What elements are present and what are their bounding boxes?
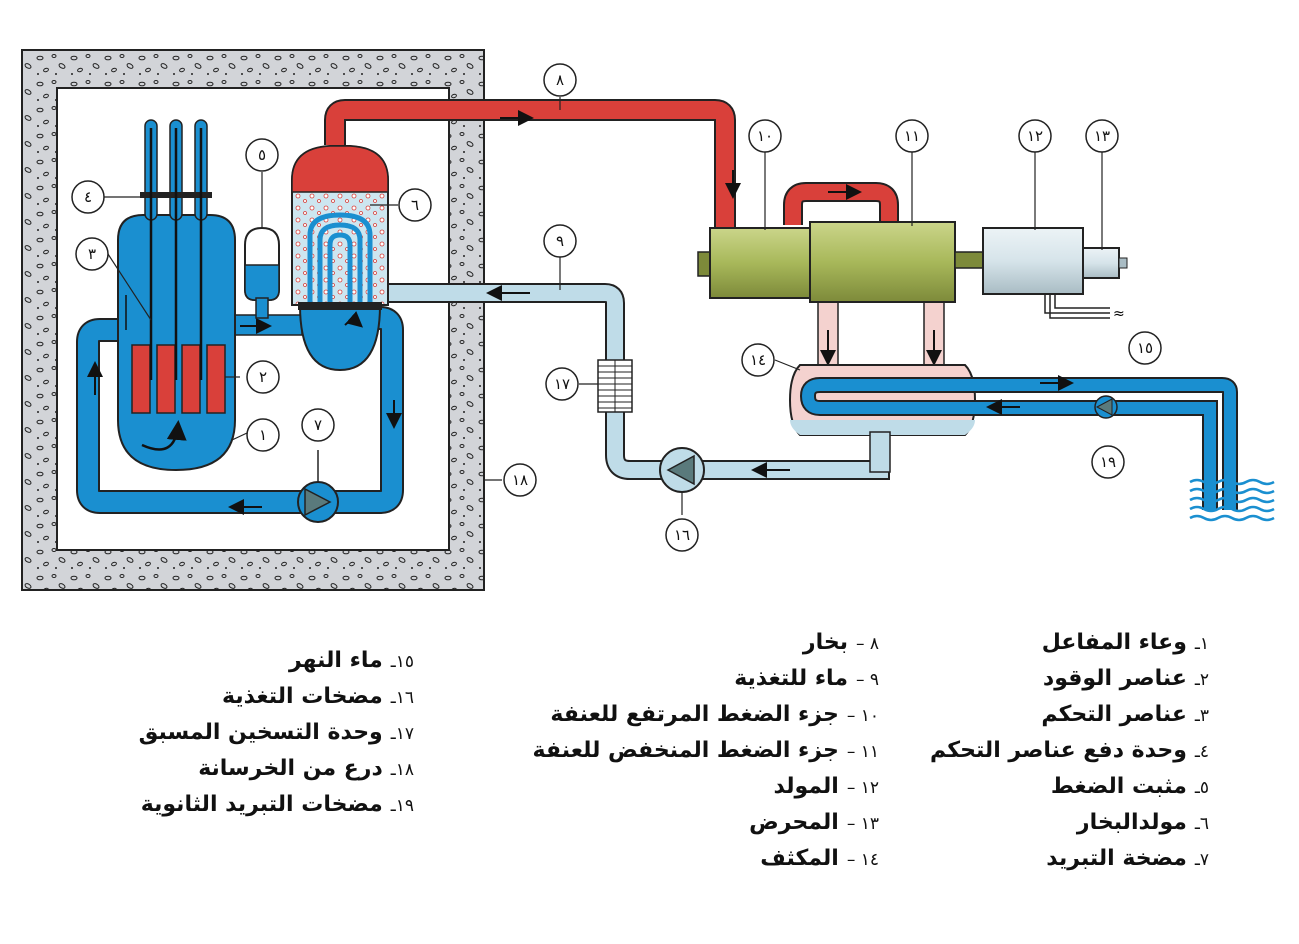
label-9: ٩ <box>543 224 577 258</box>
label-circles: ١ ٢ ٣ ٤ ٥ ٦ ٧ ٨ ٩ ١٠ ١١ ١٢ ١٣ ١٤ ١٥ ١٦ ١… <box>71 63 1162 552</box>
svg-text:٩: ٩ <box>556 232 564 250</box>
legend-column-2: ٨ –بخار ٩ –ماء للتغذية ١٠ –جزء الضغط الم… <box>533 630 879 882</box>
preheater <box>597 359 633 413</box>
legend-item-10: ١٠ –جزء الضغط المرتفع للعنفة <box>550 702 879 727</box>
label-2: ٢ <box>246 360 280 394</box>
svg-text:١٤: ١٤ <box>750 351 766 369</box>
label-13: ١٣ <box>1085 119 1119 153</box>
svg-text:٨: ٨ <box>556 71 564 89</box>
svg-text:١٨: ١٨ <box>512 471 528 489</box>
label-4: ٤ <box>71 180 105 214</box>
svg-text:١٠: ١٠ <box>757 127 773 145</box>
label-1: ١ <box>246 418 280 452</box>
svg-text:١٩: ١٩ <box>1100 453 1116 471</box>
svg-text:١٦: ١٦ <box>674 526 690 544</box>
generator: ≈ <box>982 227 1128 322</box>
label-17: ١٧ <box>545 367 579 401</box>
svg-text:٢: ٢ <box>259 368 267 386</box>
svg-text:≈: ≈ <box>1113 306 1125 322</box>
label-18: ١٨ <box>503 463 537 497</box>
label-3: ٣ <box>75 237 109 271</box>
coolant-pump <box>297 450 339 523</box>
steam-line <box>324 99 741 235</box>
feed-pump <box>659 447 705 493</box>
legend-item-8: ٨ –بخار <box>802 630 879 655</box>
label-19: ١٩ <box>1091 445 1125 479</box>
svg-text:٦: ٦ <box>411 196 419 214</box>
legend-item-14: ١٤ –المكثف <box>760 846 879 871</box>
pwr-schematic: ≈ <box>21 49 1275 591</box>
legend-item-11: ١١ –جزء الضغط المنخفض للعنفة <box>532 738 879 763</box>
cooling-water-loop <box>799 375 1238 510</box>
svg-text:٤: ٤ <box>84 188 92 206</box>
svg-text:١٥: ١٥ <box>1137 339 1153 357</box>
svg-text:٧: ٧ <box>314 416 322 434</box>
steam-generator <box>291 145 389 372</box>
label-16: ١٦ <box>665 518 699 552</box>
label-6: ٦ <box>398 188 432 222</box>
leader-lines <box>104 97 1103 515</box>
svg-text:٥: ٥ <box>258 146 266 164</box>
turbine-set <box>697 221 986 303</box>
label-12: ١٢ <box>1018 119 1052 153</box>
label-14: ١٤ <box>741 343 775 377</box>
label-7: ٧ <box>301 408 335 442</box>
exhaust-pipes <box>817 294 945 368</box>
river-water <box>1189 478 1275 522</box>
svg-text:١٧: ١٧ <box>554 375 570 393</box>
svg-text:١: ١ <box>259 426 267 444</box>
svg-text:٣: ٣ <box>88 245 96 263</box>
legend-item-12: ١٢ –المولد <box>773 774 879 799</box>
svg-text:١٢: ١٢ <box>1027 127 1043 145</box>
legend-item-13: ١٣ –المحرض <box>749 810 879 835</box>
label-8: ٨ <box>543 63 577 97</box>
legend-item-9: ٩ –ماء للتغذية <box>734 666 879 691</box>
svg-text:١٣: ١٣ <box>1094 127 1110 145</box>
svg-text:١١: ١١ <box>904 127 920 145</box>
control-rods <box>125 128 203 380</box>
crossover-pipe <box>783 182 899 225</box>
label-11: ١١ <box>895 119 929 153</box>
label-15: ١٥ <box>1128 331 1162 365</box>
label-10: ١٠ <box>748 119 782 153</box>
label-5: ٥ <box>245 138 279 172</box>
pressurizer <box>244 226 280 319</box>
